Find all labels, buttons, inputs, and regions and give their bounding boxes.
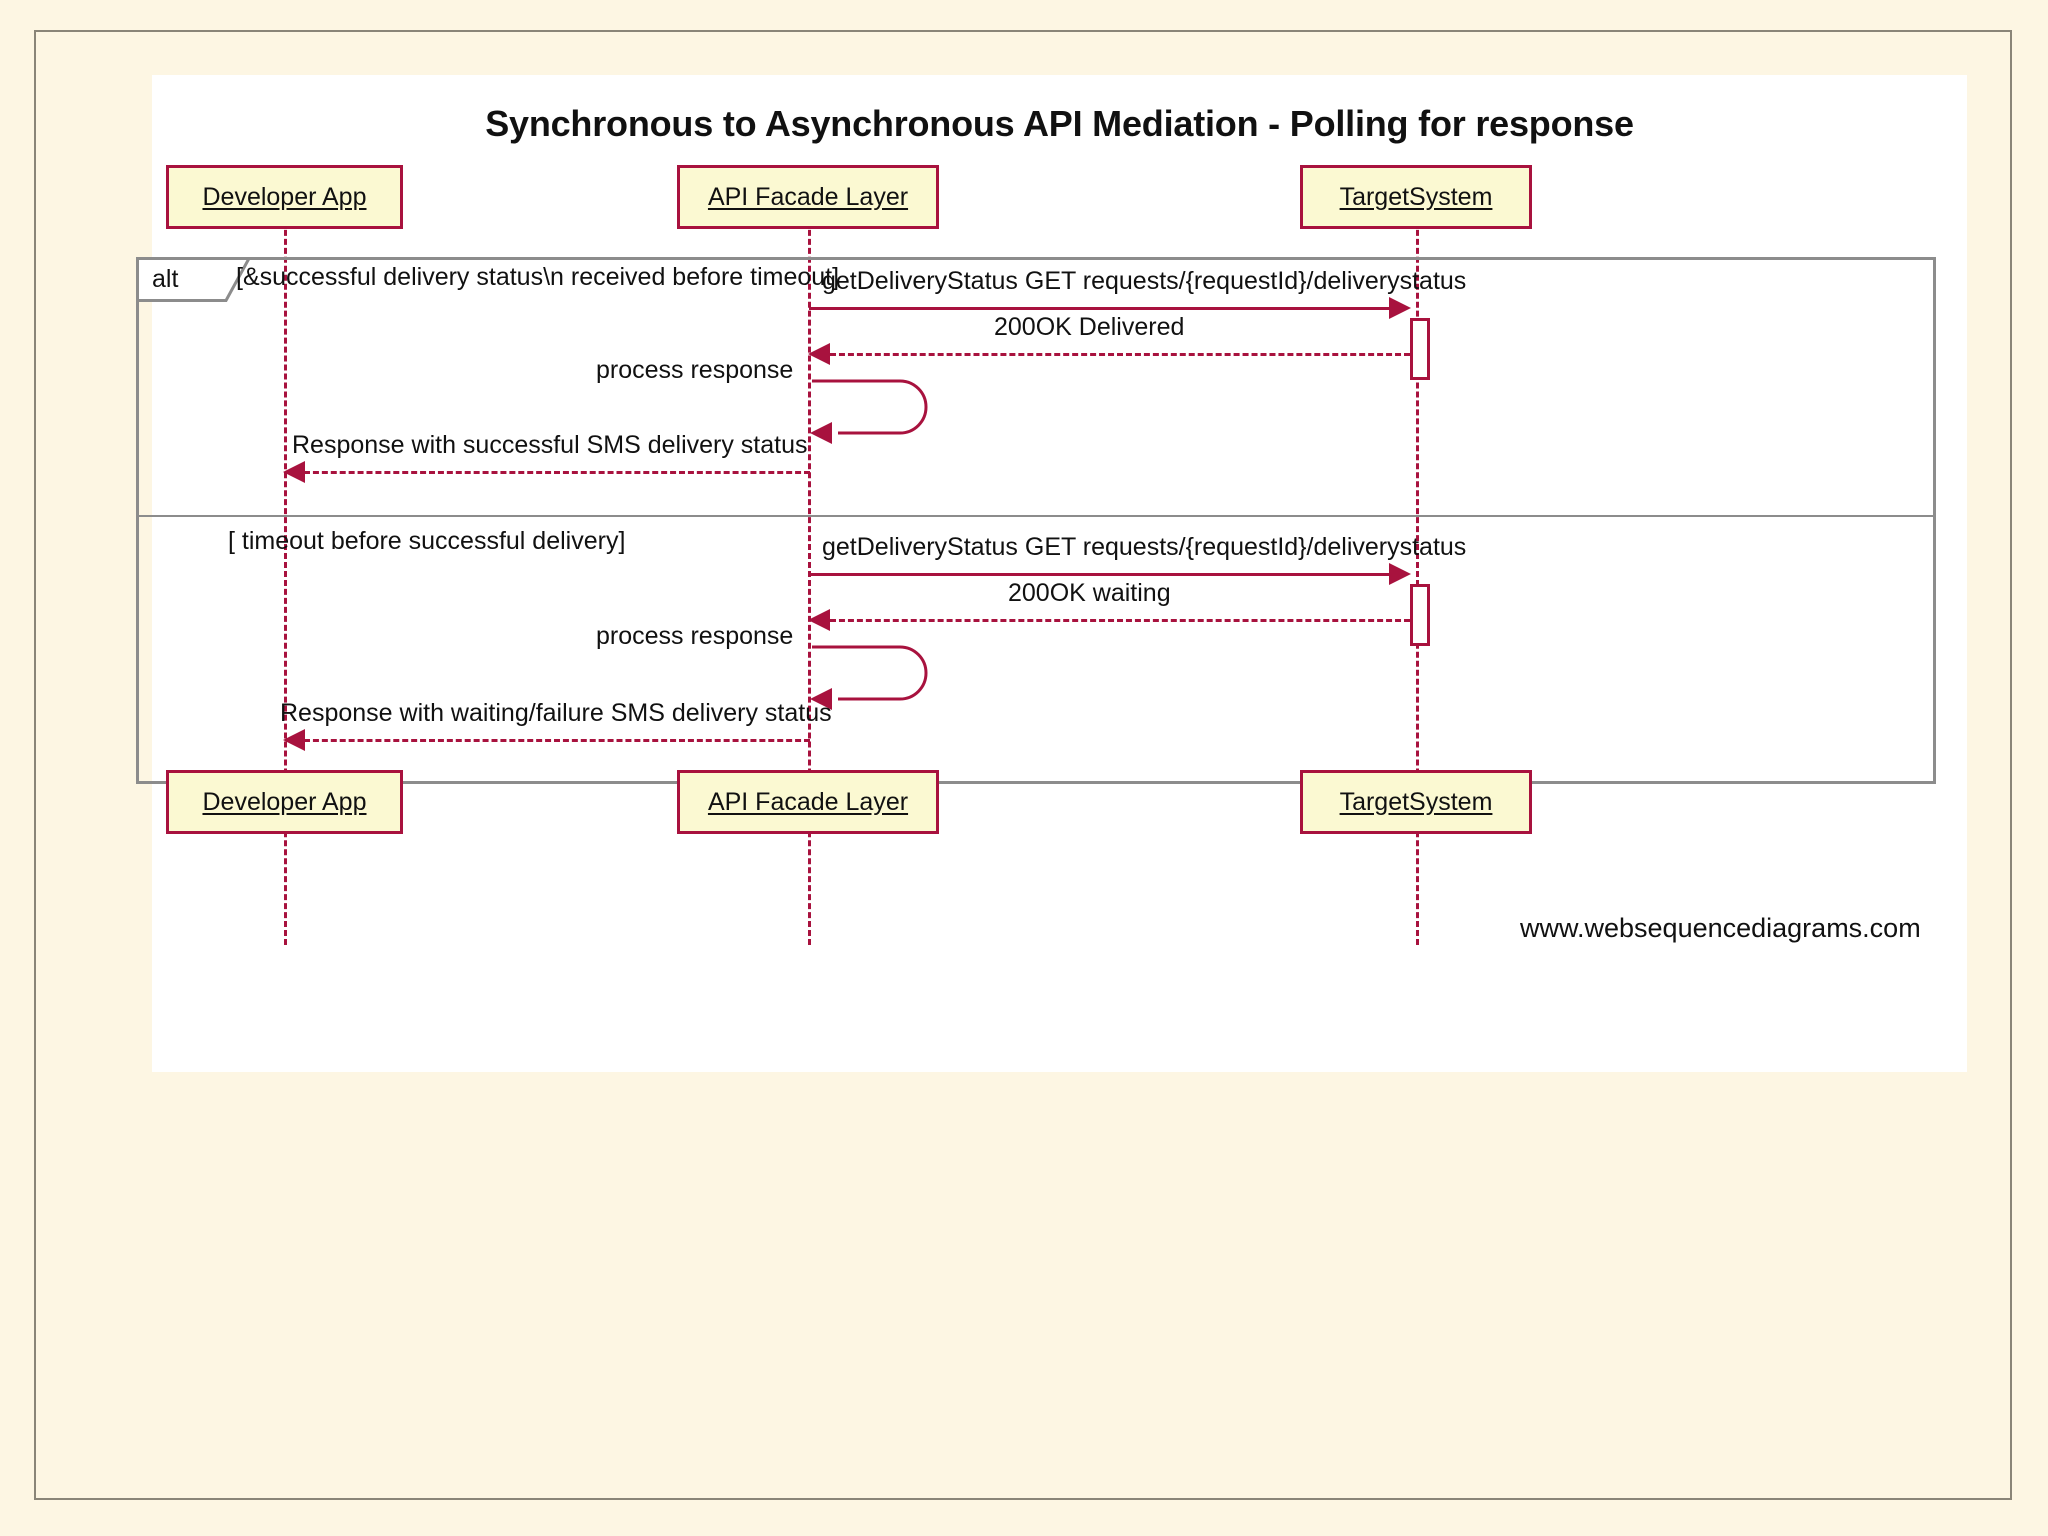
self-message-loop-1 — [812, 379, 928, 435]
alt-tab-shape — [136, 257, 250, 302]
self-message-loop-2 — [812, 645, 928, 701]
alt-branch-divider — [136, 515, 1936, 517]
lifeline-developer-app — [284, 185, 287, 945]
participant-label: TargetSystem — [1339, 182, 1493, 211]
message-label-200ok-waiting: 200OK waiting — [1008, 579, 1171, 607]
message-label-response-success: Response with successful SMS delivery st… — [292, 431, 808, 459]
arrowhead-left-self-1 — [810, 422, 832, 444]
message-line-200ok-delivered — [830, 353, 1410, 356]
message-label-process-response-2: process response — [596, 622, 794, 650]
lifeline-api-facade-layer — [808, 185, 811, 945]
participant-label: TargetSystem — [1339, 787, 1493, 816]
lifeline-targetsystem — [1416, 185, 1419, 945]
message-label-get-delivery-status-2: getDeliveryStatus GET requests/{requestI… — [822, 533, 1467, 561]
message-line-get-delivery-status-2 — [809, 573, 1395, 576]
activation-bar-targetsystem-1 — [1410, 318, 1430, 380]
arrowhead-left-self-2 — [810, 688, 832, 710]
participant-api-facade-layer-top[interactable]: API Facade Layer — [677, 165, 939, 229]
participant-targetsystem-bottom[interactable]: TargetSystem — [1300, 770, 1532, 834]
message-line-response-waiting-failure — [304, 739, 810, 742]
footer-credit-link[interactable]: www.websequencediagrams.com — [1520, 913, 1921, 943]
message-line-get-delivery-status-1 — [809, 307, 1395, 310]
alt-branch-2-condition: [ timeout before successful delivery] — [228, 527, 626, 555]
alt-branch-1-condition: [&successful delivery status\n received … — [236, 263, 840, 291]
arrowhead-left-4 — [283, 729, 305, 751]
message-label-response-waiting-failure: Response with waiting/failure SMS delive… — [280, 699, 832, 727]
arrowhead-right-1 — [1389, 297, 1411, 319]
activation-bar-targetsystem-2 — [1410, 584, 1430, 646]
participant-developer-app-top[interactable]: Developer App — [166, 165, 403, 229]
participant-api-facade-layer-bottom[interactable]: API Facade Layer — [677, 770, 939, 834]
alt-keyword-label: alt — [152, 265, 179, 293]
arrowhead-left-2 — [283, 461, 305, 483]
alt-fragment-tab: alt — [136, 257, 250, 302]
message-label-process-response-1: process response — [596, 356, 794, 384]
message-label-200ok-delivered: 200OK Delivered — [994, 313, 1185, 341]
participant-developer-app-bottom[interactable]: Developer App — [166, 770, 403, 834]
message-line-200ok-waiting — [830, 619, 1410, 622]
page-title: Synchronous to Asynchronous API Mediatio… — [485, 103, 1634, 144]
participant-label: Developer App — [202, 787, 367, 816]
sequence-diagram-canvas: Synchronous to Asynchronous API Mediatio… — [136, 75, 1967, 1072]
message-line-response-success — [304, 471, 810, 474]
participant-label: Developer App — [202, 182, 367, 211]
alt-fragment-frame — [136, 257, 1936, 784]
arrowhead-left-1 — [808, 343, 830, 365]
participant-targetsystem-top[interactable]: TargetSystem — [1300, 165, 1532, 229]
participant-label: API Facade Layer — [707, 182, 909, 211]
participant-label: API Facade Layer — [707, 787, 909, 816]
arrowhead-left-3 — [808, 609, 830, 631]
arrowhead-right-2 — [1389, 563, 1411, 585]
message-label-get-delivery-status-1: getDeliveryStatus GET requests/{requestI… — [822, 267, 1467, 295]
